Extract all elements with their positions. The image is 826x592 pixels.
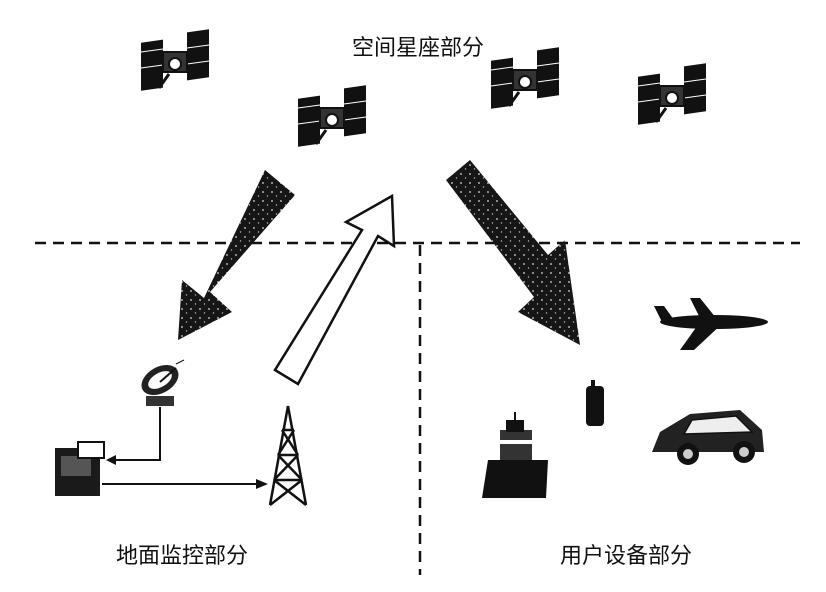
satellite-icon — [636, 61, 708, 127]
airplane-icon — [654, 298, 768, 350]
antenna-dish-icon — [141, 359, 185, 406]
ship-icon — [482, 412, 548, 498]
car-icon — [652, 410, 764, 465]
satellite-icon — [139, 27, 211, 93]
downlink-arrow-user — [446, 160, 580, 345]
downlink-arrow-ground — [178, 170, 295, 340]
computer-icon — [55, 441, 105, 496]
tower-icon — [268, 405, 308, 506]
satellite-icon — [489, 45, 561, 111]
uplink-arrow — [273, 193, 396, 386]
handheld-receiver-icon — [586, 380, 604, 426]
satellite-icon — [296, 83, 368, 149]
space-segment-label: 空间星座部分 — [352, 36, 485, 61]
ground-segment-label: 地面监控部分 — [116, 544, 249, 569]
user-segment-label: 用户设备部分 — [560, 544, 693, 569]
dish-to-computer-line — [108, 407, 161, 461]
